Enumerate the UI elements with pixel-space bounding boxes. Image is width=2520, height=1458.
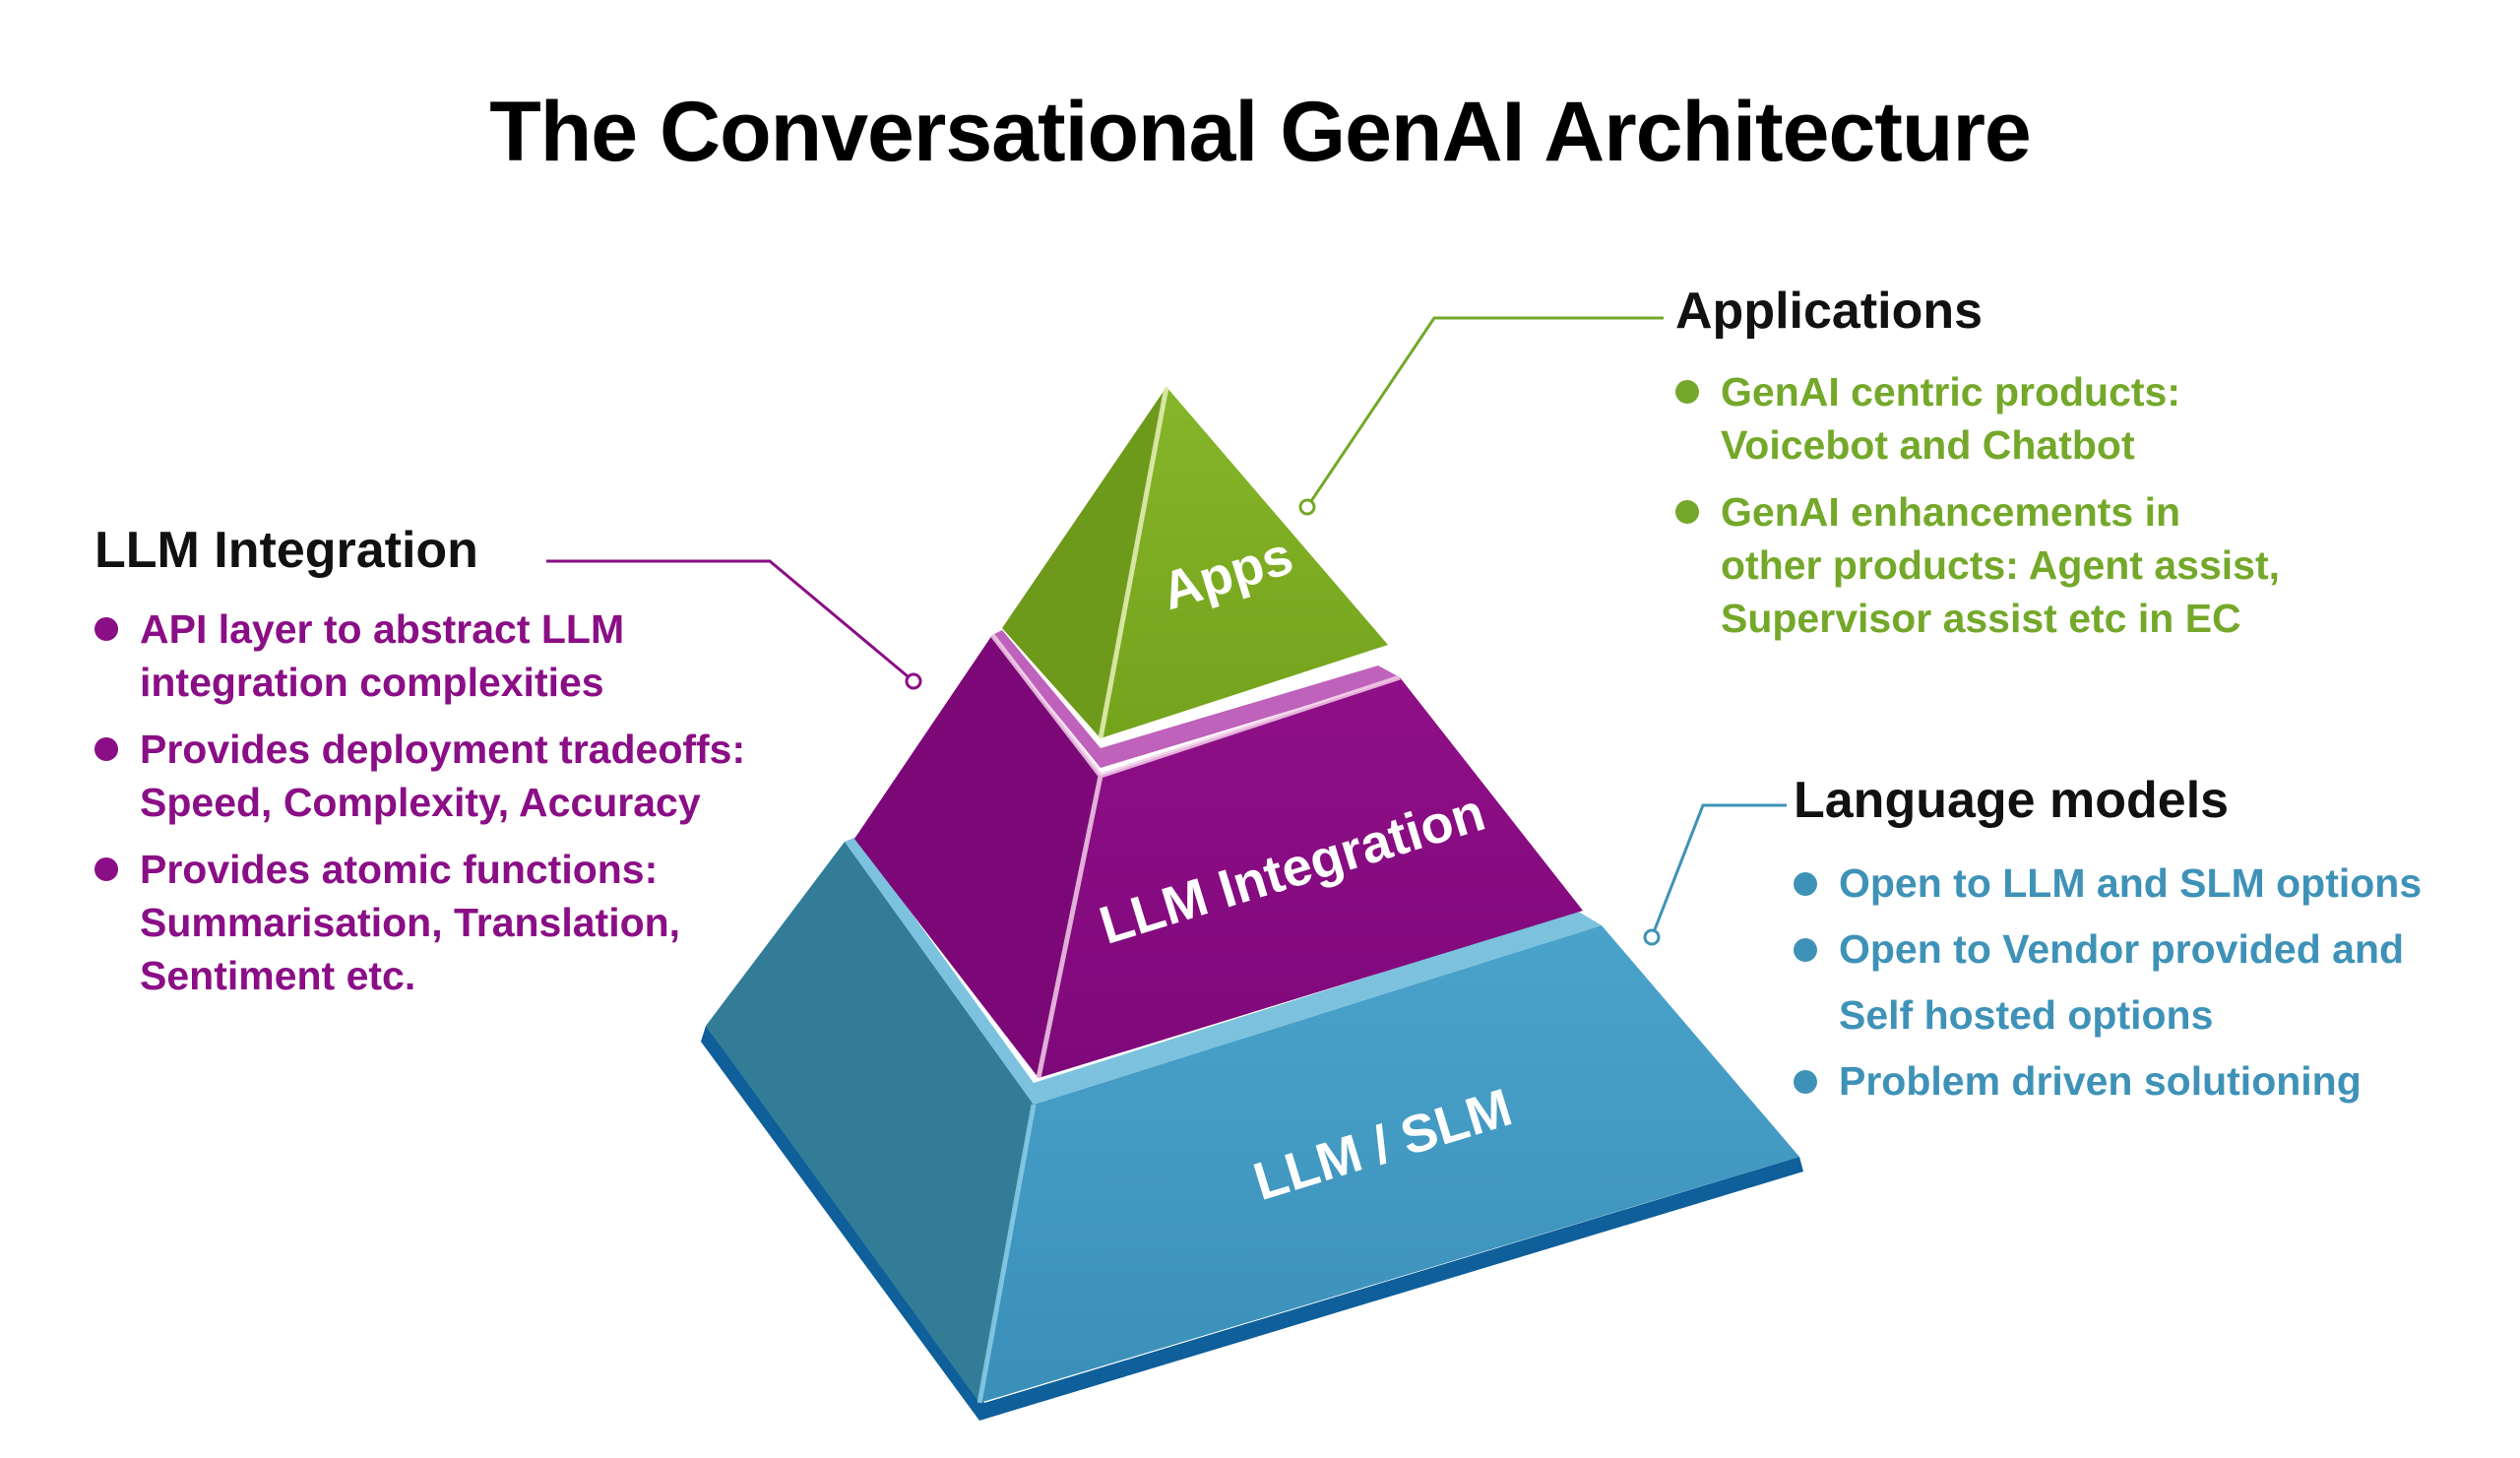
llm-integration-bullets: API layer to abstract LLM integration co… xyxy=(94,602,843,1002)
llm-integration-connector xyxy=(546,559,922,690)
bullet-line: Provides atomic functions: xyxy=(140,847,659,893)
bullet-line: API layer to abstract LLM xyxy=(140,606,625,653)
bullet-line: other products: Agent assist, xyxy=(1721,542,2280,589)
bullet-line: GenAI centric products: xyxy=(1721,369,2181,415)
applications-bullets: GenAI centric products: Voicebot and Cha… xyxy=(1675,365,2364,645)
middle-front-face xyxy=(1039,677,1583,1078)
middle-top-rim xyxy=(992,630,1400,768)
list-item: Open to Vendor provided and Self hosted … xyxy=(1794,917,2502,1048)
bullet-line: Supervisor assist etc in EC xyxy=(1721,596,2241,642)
bullet-dot-icon xyxy=(94,737,118,762)
applications-heading: Applications xyxy=(1675,283,1984,340)
list-item: GenAI enhancements in other products: Ag… xyxy=(1675,485,2364,645)
llm-integration-panel: LLM Integration API layer to abstract LL… xyxy=(94,520,843,1016)
bullet-dot-icon xyxy=(94,617,118,642)
top-left-face xyxy=(1002,387,1166,738)
applications-connector xyxy=(1298,316,1664,516)
bullet-line: Voicebot and Chatbot xyxy=(1721,422,2135,469)
language-models-panel: Language models Open to LLM and SLM opti… xyxy=(1794,770,2502,1114)
bullet-dot-icon xyxy=(1794,1070,1817,1095)
bullet-dot-icon xyxy=(1675,380,1699,405)
bullet-line: integration complexities xyxy=(140,660,604,706)
pyramid-top-tier xyxy=(1002,386,1388,739)
bullet-dot-icon xyxy=(1675,500,1699,525)
language-models-connector xyxy=(1643,803,1787,946)
bullet-line: GenAI enhancements in xyxy=(1721,489,2181,536)
bullet-line: Open to LLM and SLM options xyxy=(1839,860,2423,907)
page-title: The Conversational GenAI Architecture xyxy=(489,85,2032,179)
top-edge-highlight xyxy=(1098,386,1169,739)
list-item: Provides deployment tradeoffs: Speed, Co… xyxy=(94,723,843,829)
bullet-dot-icon xyxy=(1794,938,1817,963)
bullet-line: Problem driven solutioning xyxy=(1839,1058,2362,1105)
language-models-heading: Language models xyxy=(1794,772,2230,829)
bullet-line: Sentiment etc. xyxy=(140,953,416,999)
base-edge-highlight xyxy=(976,1104,1037,1404)
base-top-rim xyxy=(845,837,1602,1105)
list-item: API layer to abstract LLM integration co… xyxy=(94,602,843,709)
bullet-line: Summarisation, Translation, xyxy=(140,900,681,946)
list-item: Provides atomic functions: Summarisation… xyxy=(94,843,843,1002)
bullet-line: Speed, Complexity, Accuracy xyxy=(140,780,701,826)
pyramid-base-tier xyxy=(701,837,1803,1421)
middle-left-face xyxy=(854,635,1101,1078)
bullet-line: Open to Vendor provided and xyxy=(1839,926,2405,973)
applications-panel: Applications GenAI centric products: Voi… xyxy=(1675,281,2364,659)
pyramid-middle-tier xyxy=(854,630,1583,1079)
llm-integration-heading: LLM Integration xyxy=(94,522,478,579)
language-models-bullets: Open to LLM and SLM options Open to Vend… xyxy=(1794,851,2502,1114)
base-left-face xyxy=(706,842,1034,1403)
bullet-line: Self hosted options xyxy=(1839,992,2214,1039)
list-item: GenAI centric products: Voicebot and Cha… xyxy=(1675,365,2364,472)
base-shadow xyxy=(701,1026,1803,1421)
bullet-dot-icon xyxy=(1794,872,1817,897)
top-front-face xyxy=(1101,387,1388,738)
middle-edge-highlight xyxy=(990,633,1401,1079)
list-item: Problem driven solutioning xyxy=(1794,1048,2502,1114)
base-front-face xyxy=(979,925,1799,1403)
bullet-dot-icon xyxy=(94,857,118,882)
list-item: Open to LLM and SLM options xyxy=(1794,851,2502,917)
bullet-line: Provides deployment tradeoffs: xyxy=(140,727,746,773)
